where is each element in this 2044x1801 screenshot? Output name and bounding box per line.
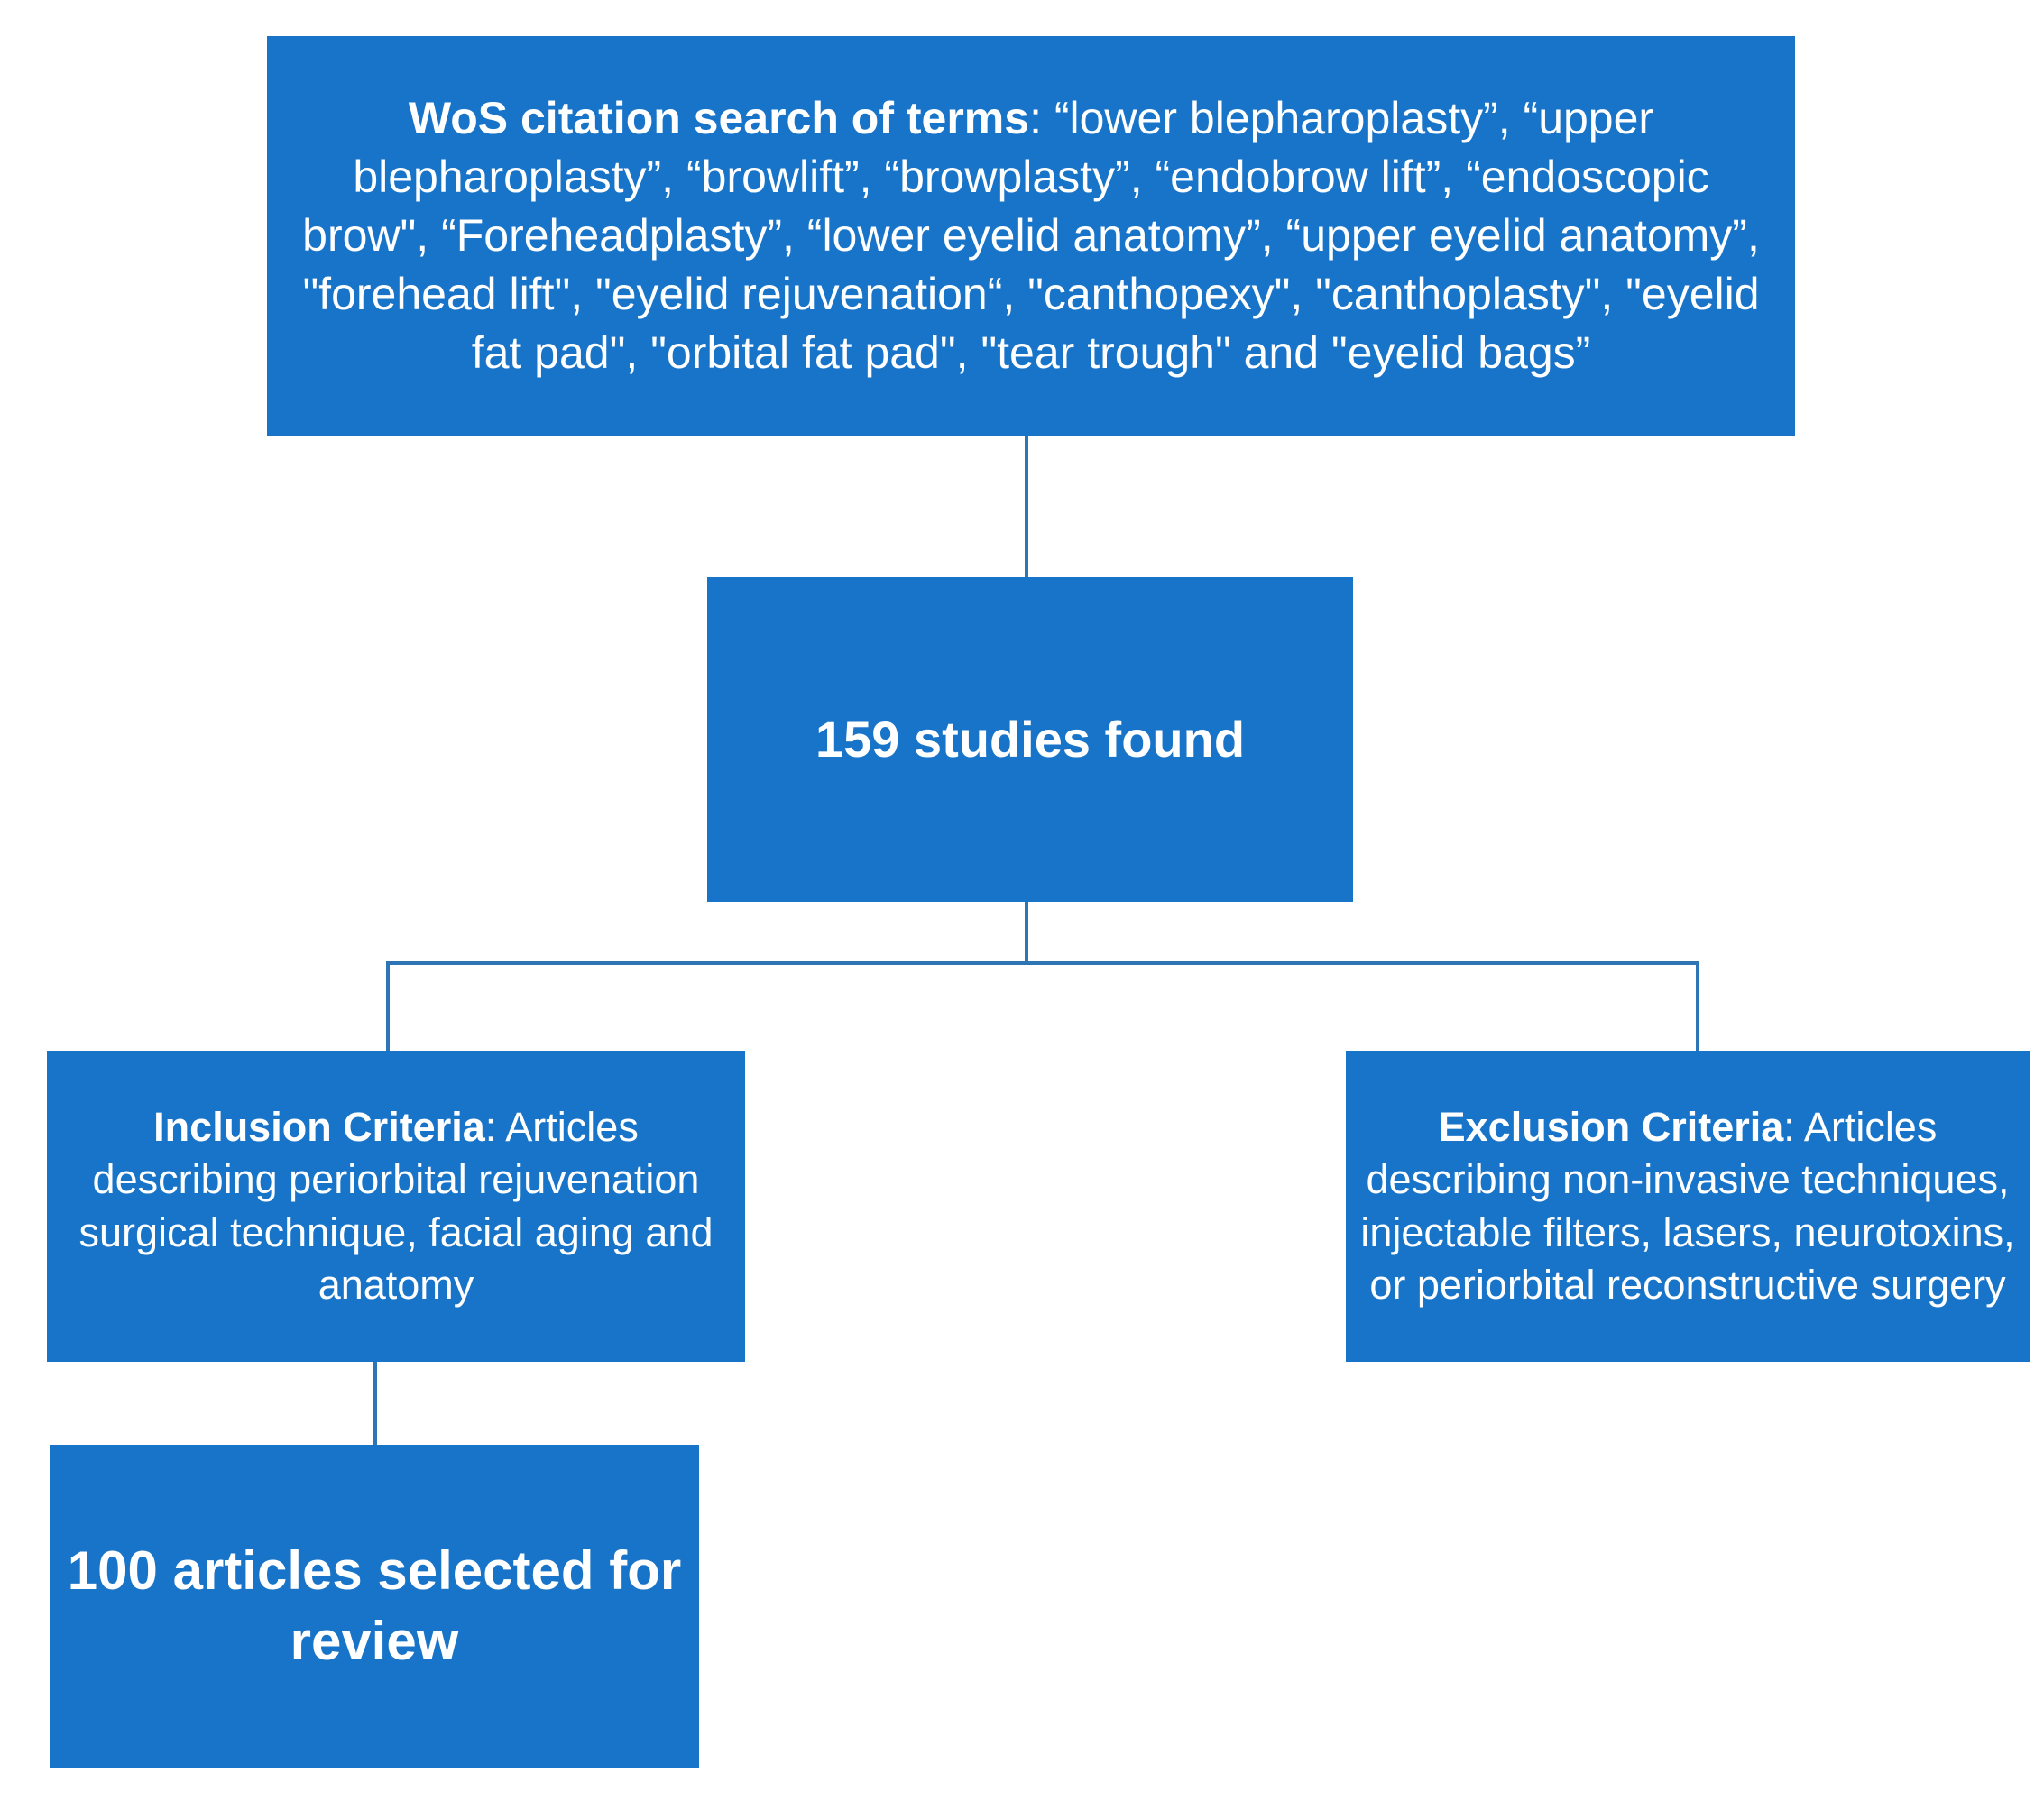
connector-split-to-exclusion xyxy=(1696,961,1699,1052)
search-node-separator: : xyxy=(1029,93,1054,143)
exclusion-node-label: Exclusion Criteria xyxy=(1438,1103,1784,1150)
connector-split-horizontal-bar xyxy=(386,961,1699,965)
node-wos-citation-search: WoS citation search of terms: “lower ble… xyxy=(267,36,1795,436)
node-studies-found: 159 studies found xyxy=(707,577,1353,902)
found-node-text: 159 studies found xyxy=(815,710,1246,767)
exclusion-node-body: Articles describing non-invasive techniq… xyxy=(1360,1103,2015,1309)
inclusion-node-separator: : xyxy=(484,1103,506,1150)
connector-split-to-inclusion xyxy=(386,961,390,1052)
selected-node-text: 100 articles selected for review xyxy=(67,1540,682,1671)
inclusion-node-text: Inclusion Criteria: Articles describing … xyxy=(58,1101,734,1312)
search-node-terms: “lower blepharoplasty”, “upper blepharop… xyxy=(302,93,1760,378)
inclusion-node-body: Articles describing periorbital rejuvena… xyxy=(78,1103,714,1309)
inclusion-node-label: Inclusion Criteria xyxy=(153,1103,485,1150)
exclusion-node-separator: : xyxy=(1783,1103,1804,1150)
connector-search-to-found xyxy=(1025,436,1028,578)
connector-found-to-split xyxy=(1025,902,1028,965)
node-articles-selected: 100 articles selected for review xyxy=(50,1445,699,1768)
node-inclusion-criteria: Inclusion Criteria: Articles describing … xyxy=(47,1051,745,1362)
search-node-text: WoS citation search of terms: “lower ble… xyxy=(290,89,1772,382)
node-exclusion-criteria: Exclusion Criteria: Articles describing … xyxy=(1346,1051,2030,1362)
search-node-label: WoS citation search of terms xyxy=(408,93,1030,143)
connector-inclusion-to-selected xyxy=(373,1362,377,1447)
exclusion-node-text: Exclusion Criteria: Articles describing … xyxy=(1358,1101,2017,1312)
